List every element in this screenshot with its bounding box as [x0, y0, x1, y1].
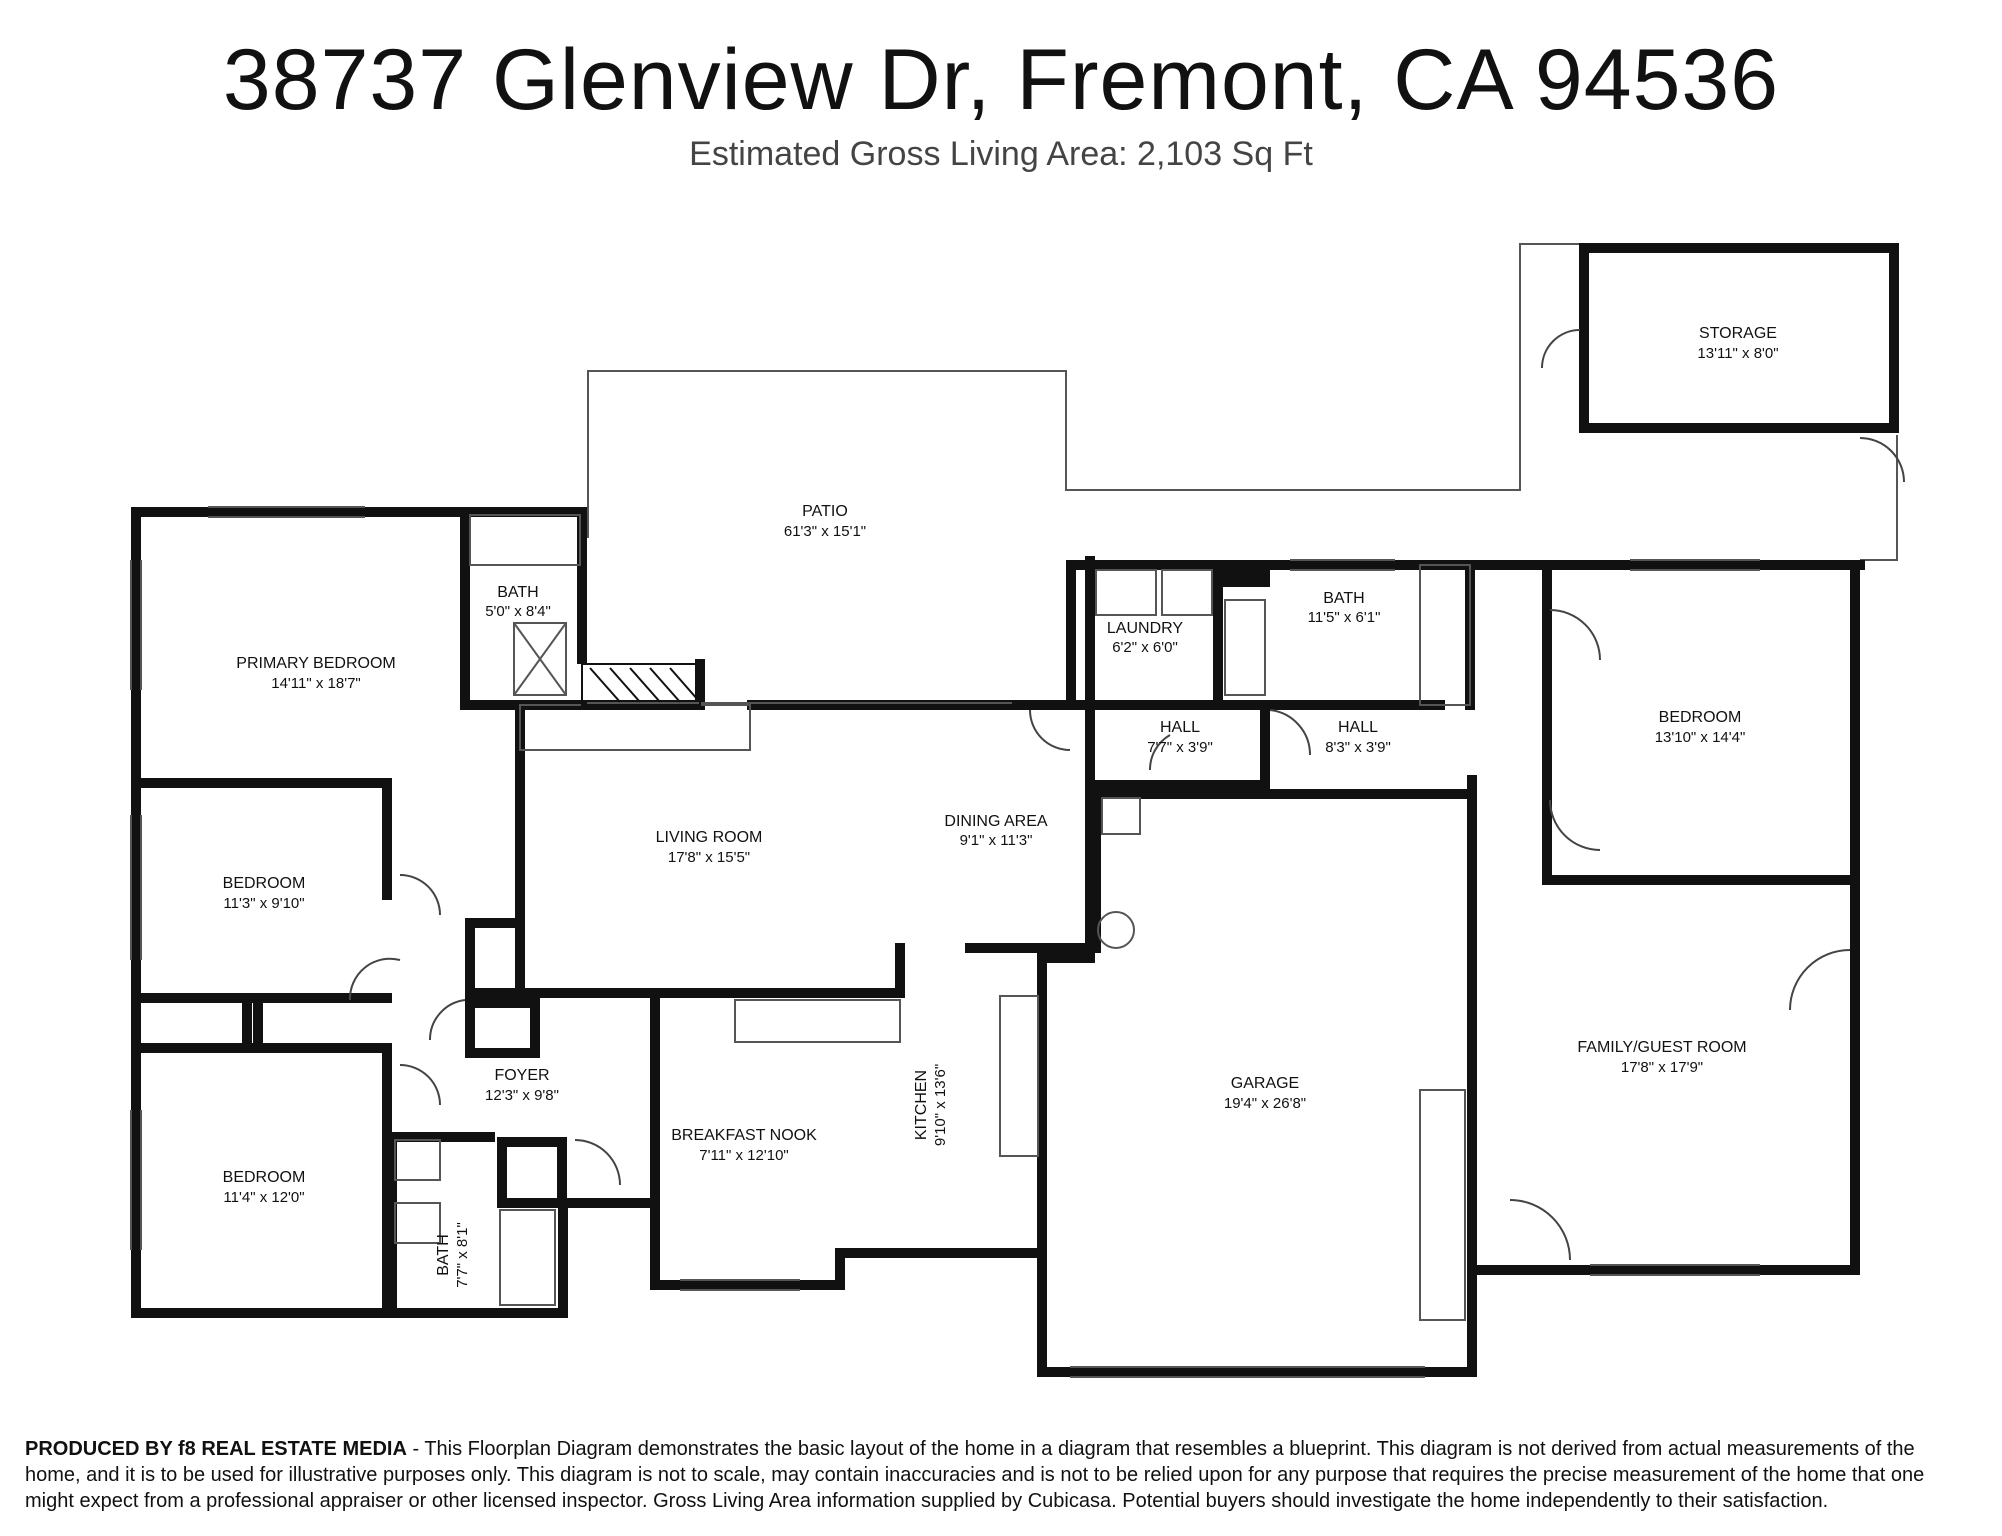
room-name: DINING AREA	[944, 813, 1047, 830]
walls	[131, 243, 1899, 1377]
room-label-patio: PATIO 61'3" x 15'1"	[784, 503, 866, 540]
room-name: PATIO	[802, 503, 848, 520]
room-label-bedroom-mid: BEDROOM 11'3" x 9'10"	[223, 875, 306, 912]
room-label-laundry: LAUNDRY 6'2" x 6'0"	[1107, 620, 1184, 656]
room-label-storage: STORAGE 13'11" x 8'0"	[1697, 325, 1778, 362]
disclaimer-body: - This Floorplan Diagram demonstrates th…	[25, 1438, 1925, 1512]
room-label-kitchen: KITCHEN 9'10" x 13'6"	[913, 1064, 949, 1146]
room-dims: 17'8" x 15'5"	[668, 849, 750, 866]
room-name: STORAGE	[1699, 325, 1777, 342]
room-dims: 9'10" x 13'6"	[932, 1064, 949, 1146]
patio-outline	[587, 243, 1898, 561]
room-name: BEDROOM	[223, 875, 306, 892]
room-dims: 7'7" x 3'9"	[1147, 739, 1213, 756]
room-name: BATH	[1323, 590, 1364, 607]
chimney	[1218, 565, 1270, 587]
room-name: FOYER	[494, 1067, 549, 1084]
room-dims: 6'2" x 6'0"	[1112, 639, 1178, 656]
room-label-garage: GARAGE 19'4" x 26'8"	[1224, 1075, 1306, 1112]
fireplace	[581, 663, 701, 706]
room-label-family-guest-room: FAMILY/GUEST ROOM 17'8" x 17'9"	[1577, 1039, 1746, 1076]
room-name: FAMILY/GUEST ROOM	[1577, 1039, 1746, 1056]
room-label-foyer: FOYER 12'3" x 9'8"	[485, 1067, 559, 1104]
room-name: BEDROOM	[1659, 709, 1742, 726]
windows	[130, 506, 1760, 1378]
room-name: BATH	[497, 584, 538, 601]
room-dims: 12'3" x 9'8"	[485, 1087, 559, 1104]
room-dims: 11'5" x 6'1"	[1308, 609, 1381, 626]
fixtures	[394, 514, 1471, 1321]
room-dims: 13'10" x 14'4"	[1655, 729, 1746, 746]
room-label-dining-area: DINING AREA 9'1" x 11'3"	[944, 813, 1047, 849]
room-name: LIVING ROOM	[656, 829, 763, 846]
room-dims: 7'11" x 12'10"	[699, 1147, 789, 1164]
room-name: BEDROOM	[223, 1169, 306, 1186]
disclaimer: PRODUCED BY f8 REAL ESTATE MEDIA - This …	[25, 1436, 1975, 1514]
room-label-front-bath: BATH 7'7" x 8'1"	[435, 1222, 471, 1288]
room-dims: 11'4" x 12'0"	[223, 1189, 304, 1206]
door-swings	[348, 329, 1905, 1261]
room-name: BREAKFAST NOOK	[671, 1127, 817, 1144]
room-label-breakfast-nook: BREAKFAST NOOK 7'11" x 12'10"	[671, 1127, 817, 1164]
room-label-primary-bedroom: PRIMARY BEDROOM 14'11" x 18'7"	[236, 655, 395, 692]
room-name: PRIMARY BEDROOM	[236, 655, 395, 672]
living-area-subtitle: Estimated Gross Living Area: 2,103 Sq Ft	[689, 135, 1313, 173]
room-dims: 61'3" x 15'1"	[784, 523, 866, 540]
room-dims: 14'11" x 18'7"	[271, 675, 361, 692]
room-dims: 13'11" x 8'0"	[1697, 345, 1778, 362]
room-name: KITCHEN	[913, 1070, 930, 1140]
room-dims: 17'8" x 17'9"	[1621, 1059, 1703, 1076]
room-name: LAUNDRY	[1107, 620, 1184, 637]
room-label-hall-1: HALL 7'7" x 3'9"	[1147, 719, 1213, 756]
room-dims: 8'3" x 3'9"	[1325, 739, 1391, 756]
page-title: 38737 Glenview Dr, Fremont, CA 94536	[222, 32, 1780, 128]
disclaimer-lead: PRODUCED BY f8 REAL ESTATE MEDIA	[25, 1438, 407, 1460]
room-name: HALL	[1338, 719, 1378, 736]
room-dims: 7'7" x 8'1"	[454, 1222, 471, 1288]
room-name: HALL	[1160, 719, 1200, 736]
room-label-hall-2: HALL 8'3" x 3'9"	[1325, 719, 1391, 756]
room-name: BATH	[435, 1234, 452, 1275]
room-label-bedroom-east: BEDROOM 13'10" x 14'4"	[1655, 709, 1746, 746]
room-label-living-room: LIVING ROOM 17'8" x 15'5"	[656, 829, 763, 866]
room-label-primary-bath: BATH 5'0" x 8'4"	[485, 584, 551, 620]
room-label-bedroom-south: BEDROOM 11'4" x 12'0"	[223, 1169, 306, 1206]
room-dims: 9'1" x 11'3"	[960, 832, 1033, 849]
room-dims: 11'3" x 9'10"	[223, 895, 304, 912]
room-dims: 5'0" x 8'4"	[485, 603, 551, 620]
room-name: GARAGE	[1231, 1075, 1299, 1092]
room-label-hall-bath: BATH 11'5" x 6'1"	[1308, 590, 1381, 626]
room-dims: 19'4" x 26'8"	[1224, 1095, 1306, 1112]
